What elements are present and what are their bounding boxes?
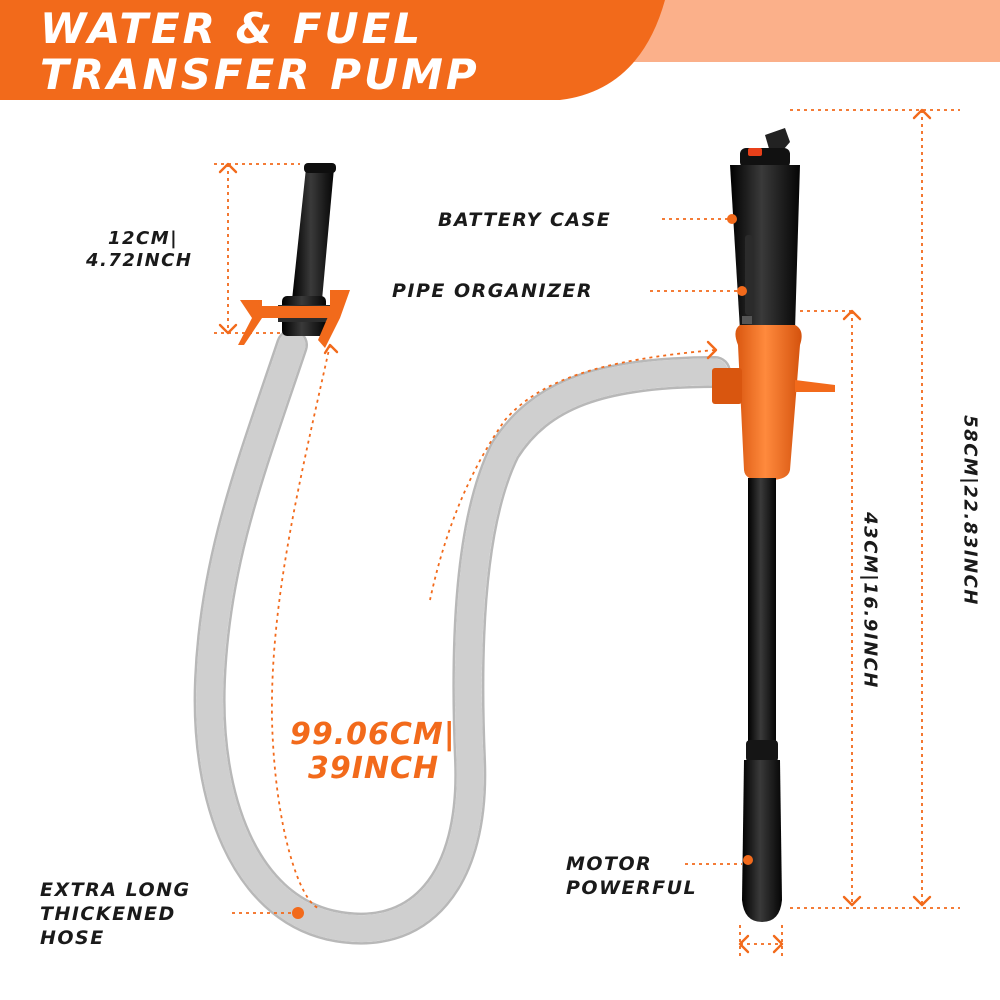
leader-dots <box>292 214 753 919</box>
arrowheads <box>218 108 932 954</box>
hose <box>193 329 731 945</box>
nozzle-dimension-line1: 12CM| <box>108 228 179 249</box>
banner-accent <box>560 0 1000 62</box>
banner-background <box>0 0 665 100</box>
leader-lines <box>214 109 960 960</box>
nozzle-dimension-line2: 4.72INCH <box>86 250 193 271</box>
hose-label-line1: EXTRA LONG <box>40 879 191 901</box>
hose-length-line2: 39INCH <box>308 751 440 786</box>
hose-label-line2: THICKENED <box>40 903 176 925</box>
hose-label-line3: HOSE <box>40 927 105 949</box>
hose-length-line1: 99.06CM| <box>290 717 456 752</box>
banner-title-line2: TRANSFER PUMP <box>40 50 480 99</box>
motor-label: MOTOR POWERFUL <box>566 852 697 900</box>
pipe-organizer-label: PIPE ORGANIZER <box>392 280 593 302</box>
nozzle-dimension-label: 12CM| 4.72INCH <box>86 228 192 272</box>
motor-label-line2: POWERFUL <box>566 877 698 899</box>
total-length-label: 58CM|22.83INCH <box>959 415 981 606</box>
motor-label-line1: MOTOR <box>566 853 653 875</box>
hose-label: EXTRA LONG THICKENED HOSE <box>40 878 191 950</box>
battery-case-label: BATTERY CASE <box>438 209 612 231</box>
nozzle <box>238 163 350 348</box>
pump-body <box>712 128 835 922</box>
banner-title-line1: WATER & FUEL <box>40 4 424 53</box>
tube-length-label: 43CM|16.9INCH <box>859 512 881 689</box>
hose-length-label: 99.06CM| 39INCH <box>290 718 456 786</box>
